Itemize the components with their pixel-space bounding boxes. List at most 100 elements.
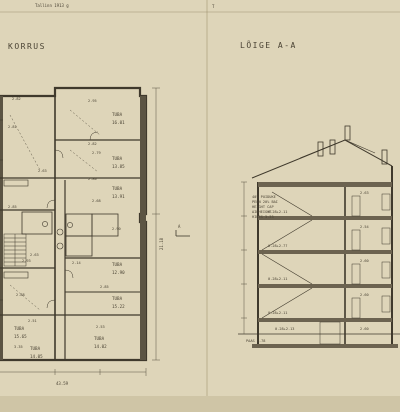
plan-annotation: 2.85 (100, 285, 109, 289)
header-annotation: Tallinn 1913 g (35, 3, 69, 8)
section-door-1 (351, 195, 361, 217)
section-storey-label: 2.60 (360, 327, 369, 331)
plan-annotation: 2.53 (96, 325, 105, 329)
plan-annotation: 2.95 (88, 99, 97, 103)
section-slab-attic (258, 182, 392, 187)
section-slab-1 (258, 284, 392, 288)
section-height: 0.28+2.11 (268, 277, 287, 281)
room-name: TUBA (112, 186, 123, 191)
section-height: 0.28+2.77 (268, 244, 287, 248)
room-area: 16.01 (112, 120, 125, 125)
plan-annotation: 3.35 (14, 345, 23, 349)
plan-wall-left-stub (0, 96, 3, 360)
section-cut-label: A (178, 224, 181, 229)
section-title: LÕIGE A-A (240, 39, 297, 50)
section-door-3 (351, 263, 361, 285)
plan-door-arc-4 (46, 299, 56, 309)
plan-door-arc-1 (54, 149, 64, 159)
plan-door-arc-5 (89, 131, 99, 141)
plan-diagonal-1 (69, 109, 101, 136)
building-section (238, 125, 400, 348)
room-name: TUBA (112, 156, 123, 161)
section-dimension-lines (241, 181, 247, 334)
section-height: 0.28+2.11 (268, 311, 287, 315)
plan-annotation: 2.79 (92, 151, 101, 155)
room-area: 14.02 (94, 344, 107, 349)
room-area: 12.90 (112, 270, 125, 275)
section-storey-label: 2.60 (360, 293, 369, 297)
plan-door-arc-2 (46, 199, 56, 209)
section-storey-label: 2.60 (360, 259, 369, 263)
plan-fixture-1 (56, 228, 64, 236)
plan-diagonal-2 (69, 149, 99, 173)
plan-annotation: 2.14 (72, 261, 81, 265)
plan-bathroom-4 (21, 211, 53, 235)
section-note: 40% PUIDUKE (252, 195, 276, 199)
plan-dimension-width: 43.59 (56, 381, 69, 386)
plan-annotation: 2.68 (92, 199, 101, 203)
section-door-4 (351, 297, 361, 319)
room-area: 13.91 (112, 194, 125, 199)
room-area: 14.05 (30, 354, 43, 359)
section-window-1 (381, 193, 391, 211)
plan-dimension-lines (0, 87, 160, 376)
plan-annotation: 2.80 (88, 177, 97, 181)
section-chimney-4 (381, 149, 388, 165)
room-name: TUBA (112, 112, 123, 117)
plan-annotation: 2.82 (12, 97, 21, 101)
plan-annotation: 2.88 (16, 293, 25, 297)
section-slab-ground (258, 318, 392, 322)
plan-bathroom-3 (65, 235, 93, 257)
plan-annotation: 2.93 (22, 259, 31, 263)
room-area: 15.22 (112, 304, 125, 309)
plan-bathroom-2 (91, 213, 119, 237)
header-mark: T (212, 4, 215, 9)
plan-fixture-4 (67, 222, 73, 228)
section-storey-label: 2.54 (360, 225, 369, 229)
section-basement-foundation (319, 321, 341, 345)
plan-staircase (3, 233, 27, 267)
room-name: TUBA (112, 262, 123, 267)
room-name: TUBA (14, 326, 25, 331)
section-slab-2 (258, 250, 392, 254)
section-door-2 (351, 229, 361, 251)
section-height: 0.28+2.13 (275, 327, 294, 331)
section-chimney-3 (344, 125, 351, 141)
room-name: TUBA (30, 346, 41, 351)
plan-wall-right (140, 96, 146, 360)
section-note: AIRHEIGHT (252, 210, 272, 214)
plan-fixture-2 (56, 242, 64, 250)
section-slab-basement (252, 344, 398, 348)
plan-diagonal-4 (9, 284, 41, 311)
room-area: 15.65 (14, 334, 27, 339)
plan-dimension-depth: 21.18 (159, 237, 164, 250)
section-level-mark: PAAS 0.78 (246, 339, 265, 343)
plan-diagonal-3 (9, 114, 41, 171)
section-storey-label: 2.63 (360, 191, 369, 195)
plan-annotation: 2.63 (38, 169, 47, 173)
room-name: TUBA (112, 296, 123, 301)
plan-annotation: 2.82 (88, 142, 97, 146)
plan-kitchen-counter-2 (3, 271, 29, 279)
section-note: PEEN 20% BAI (252, 200, 278, 204)
plan-annotation: 2.85 (8, 205, 17, 209)
plan-fixture-3 (42, 221, 48, 227)
room-name: TUBA (94, 336, 105, 341)
plan-annotation: 2.63 (30, 253, 39, 257)
plan-title: KORRUS (8, 42, 46, 51)
floor-plan (0, 86, 148, 362)
section-height: 0.28+2.11 (268, 210, 287, 214)
section-note: HIRES 3.33 (252, 215, 274, 219)
room-area: 13.85 (112, 164, 125, 169)
section-stairs (261, 191, 313, 319)
plan-door-arc-3 (64, 269, 74, 279)
section-window-4 (381, 295, 391, 313)
plan-annotation: 2.81 (8, 125, 17, 129)
section-window-2 (381, 227, 391, 245)
section-window-3 (381, 261, 391, 279)
section-chimney-2 (329, 139, 336, 155)
section-chimney-1 (317, 141, 324, 157)
section-note: HEIGHT CAP (252, 205, 274, 209)
